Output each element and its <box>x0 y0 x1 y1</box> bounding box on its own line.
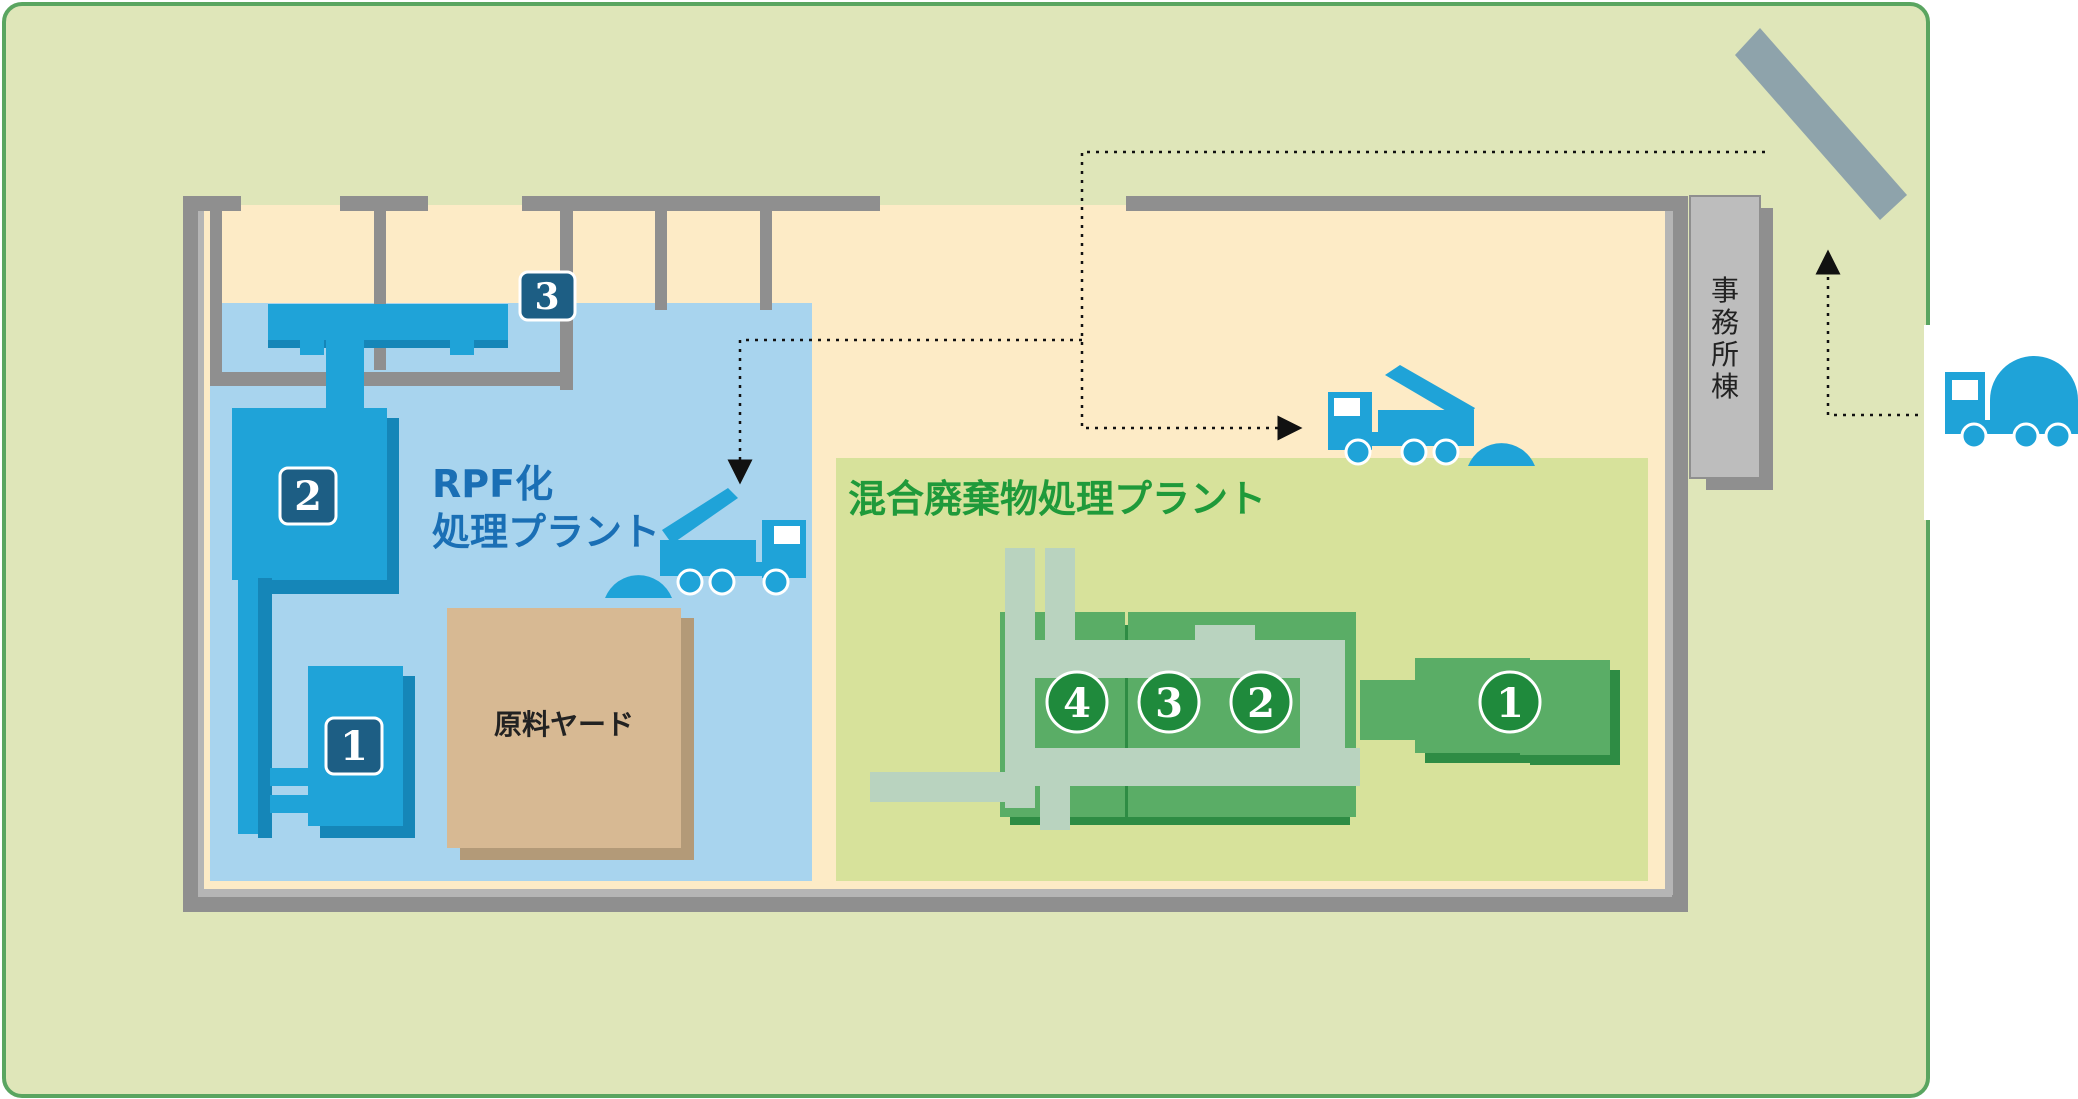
mixed-plant-label: 混合廃棄物処理プラント <box>848 477 1266 521</box>
svg-text:2: 2 <box>294 473 322 520</box>
office-building <box>1689 195 1761 479</box>
rpf-label-line2: 処理プラント <box>432 510 660 554</box>
building-walls <box>183 196 1688 912</box>
office-char-1: 事 <box>1711 274 1739 307</box>
rpf-number-1: 1 <box>324 716 384 776</box>
truck-route <box>727 150 1918 485</box>
svg-text:2: 2 <box>1247 680 1275 727</box>
rpf-number-3: 3 <box>518 270 577 322</box>
office-char-2: 務 <box>1711 306 1739 339</box>
mixed-number-3: 3 <box>1137 670 1201 734</box>
svg-text:1: 1 <box>340 723 368 770</box>
svg-text:3: 3 <box>534 276 559 318</box>
svg-text:3: 3 <box>1155 680 1183 727</box>
gate-barrier <box>1735 28 1907 220</box>
svg-text:4: 4 <box>1063 680 1091 727</box>
office-char-3: 所 <box>1711 338 1739 371</box>
dump-truck-icon <box>1328 365 1535 466</box>
dump-truck-icon <box>605 488 806 598</box>
site-gate <box>1924 325 1932 520</box>
rpf-number-2: 2 <box>278 466 338 526</box>
raw-material-yard <box>447 608 681 848</box>
office-label: 事 務 所 棟 <box>1711 274 1739 403</box>
svg-text:1: 1 <box>1496 680 1524 727</box>
mixed-number-1: 1 <box>1478 670 1542 734</box>
mixed-number-2: 2 <box>1229 670 1293 734</box>
mixed-number-4: 4 <box>1045 670 1109 734</box>
dome-truck-icon <box>1945 356 2078 450</box>
yard-label: 原料ヤード <box>494 708 634 741</box>
rpf-equipment <box>232 304 508 838</box>
office-char-4: 棟 <box>1711 370 1739 403</box>
rpf-label-line1: RPF化 <box>432 462 553 506</box>
